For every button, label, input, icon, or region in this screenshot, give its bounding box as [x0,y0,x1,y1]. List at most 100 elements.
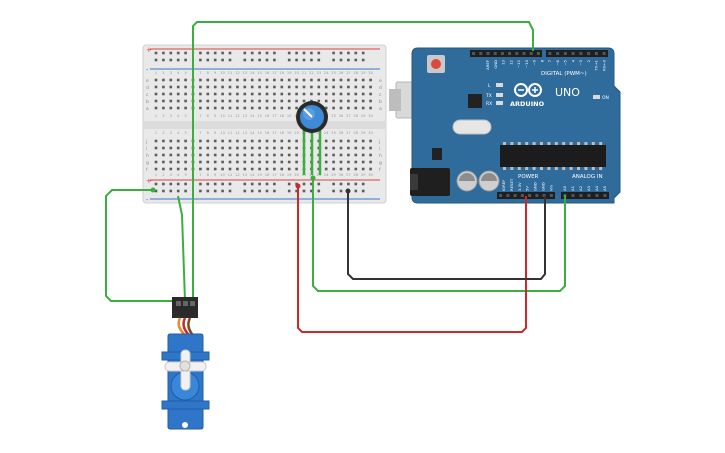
header-pin-hole[interactable] [579,194,583,197]
rail-hole[interactable] [206,189,210,193]
breadboard-hole[interactable] [369,139,372,143]
rail-hole[interactable] [169,51,173,55]
breadboard-hole[interactable] [243,146,247,150]
breadboard-hole[interactable] [287,106,291,110]
rail-hole[interactable] [295,51,298,55]
breadboard-hole[interactable] [310,92,313,96]
rail-hole[interactable] [339,189,343,193]
rail-hole[interactable] [206,58,210,62]
breadboard-hole[interactable] [228,78,232,82]
breadboard-hole[interactable] [228,85,232,89]
breadboard-hole[interactable] [302,92,306,96]
breadboard-hole[interactable] [213,139,217,143]
rail-hole[interactable] [184,189,187,193]
breadboard-hole[interactable] [265,85,269,89]
breadboard-hole[interactable] [369,106,372,110]
rail-hole[interactable] [184,51,187,55]
breadboard-hole[interactable] [295,167,298,171]
breadboard-hole[interactable] [154,78,158,82]
breadboard-hole[interactable] [169,106,173,110]
breadboard-hole[interactable] [213,99,217,103]
breadboard-hole[interactable] [169,146,173,150]
breadboard-hole[interactable] [280,139,284,143]
breadboard-hole[interactable] [176,153,180,157]
breadboard-hole[interactable] [221,99,224,103]
breadboard-hole[interactable] [221,106,224,110]
breadboard-hole[interactable] [324,85,328,89]
rail-hole[interactable] [310,182,313,186]
breadboard-hole[interactable] [265,160,269,164]
breadboard-hole[interactable] [310,85,313,89]
breadboard-hole[interactable] [154,106,158,110]
breadboard-hole[interactable] [295,92,298,96]
header-pin-hole[interactable] [548,52,552,55]
rail-hole[interactable] [184,58,187,62]
breadboard-hole[interactable] [221,160,224,164]
breadboard-hole[interactable] [273,139,276,143]
rail-hole[interactable] [347,182,350,186]
breadboard-hole[interactable] [361,78,365,82]
breadboard-hole[interactable] [354,85,358,89]
header-pin-hole[interactable] [493,52,497,55]
breadboard-hole[interactable] [228,153,232,157]
breadboard-hole[interactable] [339,78,343,82]
breadboard-hole[interactable] [347,99,350,103]
rail-hole[interactable] [258,58,261,62]
breadboard-hole[interactable] [184,153,187,157]
breadboard-hole[interactable] [221,78,224,82]
rail-hole[interactable] [199,51,202,55]
breadboard-hole[interactable] [317,85,321,89]
rail-hole[interactable] [162,58,165,62]
breadboard-hole[interactable] [332,160,335,164]
breadboard-hole[interactable] [324,146,328,150]
breadboard-hole[interactable] [162,92,165,96]
breadboard-hole[interactable] [169,167,173,171]
breadboard-hole[interactable] [236,106,239,110]
breadboard-hole[interactable] [369,99,372,103]
breadboard-hole[interactable] [250,153,254,157]
breadboard-hole[interactable] [369,78,372,82]
breadboard-hole[interactable] [206,146,210,150]
rail-hole[interactable] [354,58,358,62]
breadboard-hole[interactable] [184,85,187,89]
rail-hole[interactable] [221,189,224,193]
breadboard-hole[interactable] [287,160,291,164]
breadboard-hole[interactable] [354,153,358,157]
breadboard-hole[interactable] [206,139,210,143]
breadboard-hole[interactable] [169,153,173,157]
rail-hole[interactable] [169,182,173,186]
breadboard-hole[interactable] [199,153,202,157]
breadboard-hole[interactable] [347,146,350,150]
breadboard-hole[interactable] [236,160,239,164]
breadboard-hole[interactable] [354,92,358,96]
breadboard-hole[interactable] [265,139,269,143]
rail-hole[interactable] [302,182,306,186]
breadboard-hole[interactable] [228,106,232,110]
breadboard-hole[interactable] [184,78,187,82]
breadboard-hole[interactable] [265,167,269,171]
breadboard-hole[interactable] [361,99,365,103]
breadboard-hole[interactable] [369,92,372,96]
rail-hole[interactable] [361,189,365,193]
breadboard-hole[interactable] [265,78,269,82]
breadboard-hole[interactable] [162,99,165,103]
breadboard-hole[interactable] [154,146,158,150]
breadboard-hole[interactable] [280,92,284,96]
rail-hole[interactable] [213,58,217,62]
breadboard-hole[interactable] [339,160,343,164]
breadboard-hole[interactable] [295,106,298,110]
header-pin-hole[interactable] [515,52,519,55]
breadboard-hole[interactable] [154,92,158,96]
breadboard-hole[interactable] [332,106,335,110]
breadboard-hole[interactable] [162,106,165,110]
breadboard-hole[interactable] [243,92,247,96]
breadboard-hole[interactable] [287,139,291,143]
header-pin-hole[interactable] [587,52,591,55]
header-pin-hole[interactable] [513,194,517,197]
breadboard-hole[interactable] [339,139,343,143]
breadboard-hole[interactable] [228,139,232,143]
breadboard-hole[interactable] [324,99,328,103]
breadboard-hole[interactable] [236,153,239,157]
breadboard-hole[interactable] [295,85,298,89]
